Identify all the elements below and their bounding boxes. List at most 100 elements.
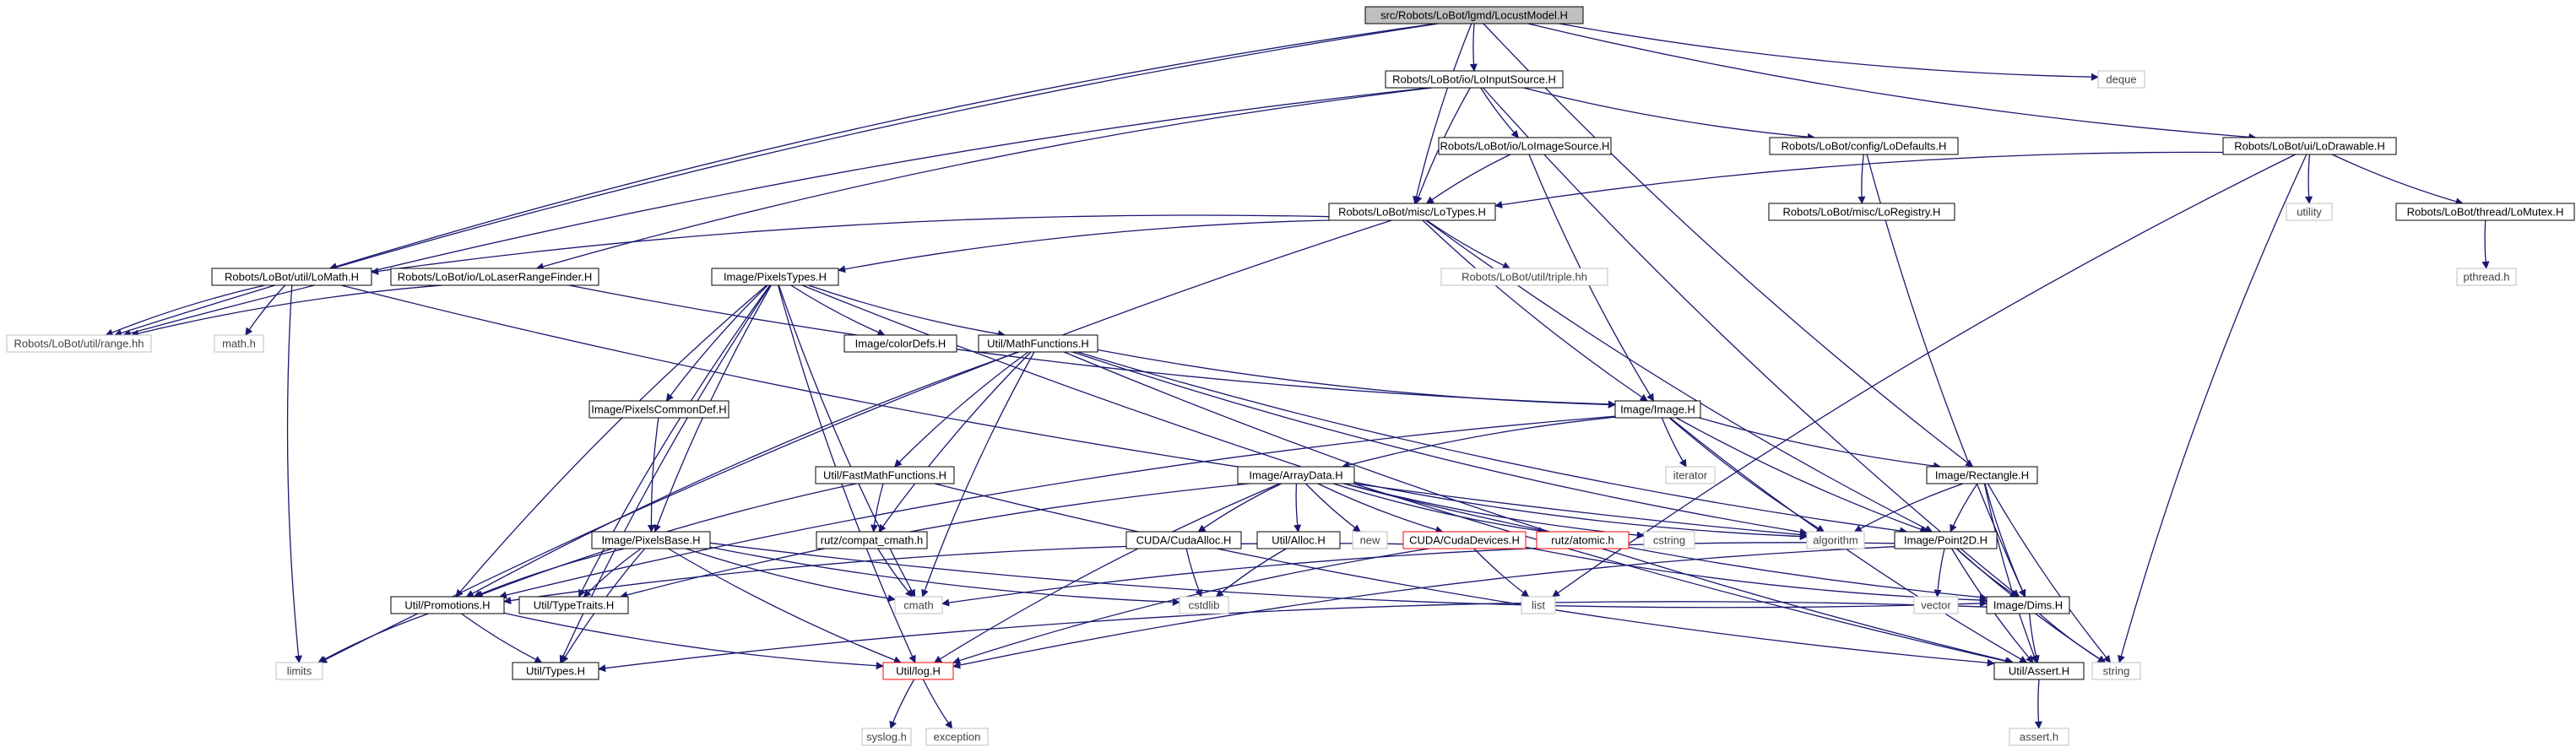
node-utility[interactable]: utility	[2286, 203, 2333, 221]
edge-dims-to-types	[598, 601, 1988, 673]
node-label-lodrawable: Robots/LoBot/ui/LoDrawable.H	[2234, 140, 2385, 153]
node-lotypes[interactable]: Robots/LoBot/misc/LoTypes.H	[1328, 203, 1496, 221]
node-lodrawable[interactable]: Robots/LoBot/ui/LoDrawable.H	[2222, 137, 2397, 155]
node-deque[interactable]: deque	[2097, 70, 2145, 89]
node-atomic[interactable]: rutz/atomic.h	[1536, 531, 1630, 549]
node-lolaser[interactable]: Robots/LoBot/io/LoLaserRangeFinder.H	[390, 268, 599, 286]
node-algorithm[interactable]: algorithm	[1806, 531, 1865, 549]
edge-pixtypes-to-pixcommon	[665, 284, 768, 402]
edge-loinput-to-loimagesrc	[1480, 87, 1520, 138]
node-fastmath[interactable]: Util/FastMathFunctions.H	[815, 466, 955, 484]
edge-point2d-to-log	[952, 546, 1895, 669]
node-pixbase[interactable]: Image/PixelsBase.H	[591, 531, 711, 549]
edge-mathfunc-to-point2d	[1076, 351, 1908, 535]
node-mathfunc[interactable]: Util/MathFunctions.H	[978, 334, 1098, 353]
node-label-algorithm: algorithm	[1813, 534, 1857, 547]
node-cmath[interactable]: cmath	[894, 596, 943, 614]
node-label-point2d: Image/Point2D.H	[1904, 534, 1988, 547]
node-pixcommon[interactable]: Image/PixelsCommonDef.H	[588, 400, 729, 419]
node-compatcmath[interactable]: rutz/compat_cmath.h	[816, 531, 928, 549]
edge-locust-to-lotypes	[1413, 23, 1472, 204]
node-rectangle[interactable]: Image/Rectangle.H	[1926, 466, 2038, 484]
edge-arraydata-to-algorithm	[1353, 481, 1808, 541]
node-asserth[interactable]: assert.h	[2009, 728, 2069, 746]
edge-mathfunc-to-assert	[1063, 351, 2015, 665]
node-cstdlib[interactable]: cstdlib	[1179, 596, 1229, 614]
node-label-colordefs: Image/colorDefs.H	[855, 338, 946, 350]
node-locust[interactable]: src/Robots/LoBot/lgmd/LocustModel.H	[1364, 6, 1584, 24]
node-point2d[interactable]: Image/Point2D.H	[1894, 531, 1998, 549]
node-label-iterator: iterator	[1673, 469, 1708, 482]
edge-pixbase-to-log	[668, 548, 902, 664]
node-iterator[interactable]: iterator	[1665, 466, 1716, 484]
node-string[interactable]: string	[2091, 662, 2141, 680]
edge-log-to-exception	[922, 679, 953, 729]
node-pthread[interactable]: pthread.h	[2456, 268, 2517, 286]
edge-compatcmath-to-cmath	[877, 548, 914, 598]
node-box-loinput	[1385, 70, 1564, 89]
edge-mathfunc-to-algorithm	[1071, 351, 1808, 536]
edge-pixtypes-to-cmath	[778, 284, 916, 598]
node-box-string	[2091, 662, 2141, 680]
node-box-arraydata	[1237, 466, 1355, 484]
node-vector[interactable]: vector	[1913, 596, 1959, 614]
node-box-atomic	[1536, 531, 1630, 549]
node-cstring[interactable]: cstring	[1643, 531, 1695, 549]
node-label-range: Robots/LoBot/util/range.hh	[14, 338, 144, 350]
node-limits[interactable]: limits	[275, 662, 323, 680]
node-promotions[interactable]: Util/Promotions.H	[390, 596, 505, 614]
edge-pixbase-to-dims	[709, 542, 1988, 609]
node-label-alloc: Util/Alloc.H	[1272, 534, 1326, 547]
node-box-cudaalloc	[1125, 531, 1242, 549]
node-box-mathfunc	[978, 334, 1098, 353]
edge-mathfunc-to-cmath	[921, 351, 1035, 598]
node-types[interactable]: Util/Types.H	[512, 662, 599, 680]
node-triple[interactable]: Robots/LoBot/util/triple.hh	[1440, 268, 1608, 286]
node-log[interactable]: Util/log.H	[882, 662, 954, 680]
edge-cudadevices-to-promotions	[503, 543, 1404, 605]
node-lomutex[interactable]: Robots/LoBot/thread/LoMutex.H	[2395, 203, 2575, 221]
node-syslog[interactable]: syslog.h	[861, 728, 912, 746]
edge-lotypes-to-point2d	[1425, 219, 1933, 533]
node-box-lomutex	[2395, 203, 2575, 221]
node-label-compatcmath: rutz/compat_cmath.h	[821, 534, 923, 547]
node-box-range	[6, 334, 152, 353]
node-alloc[interactable]: Util/Alloc.H	[1256, 531, 1341, 549]
node-lodefaults[interactable]: Robots/LoBot/config/LoDefaults.H	[1769, 137, 1959, 155]
node-assert[interactable]: Util/Assert.H	[1993, 662, 2085, 680]
edge-locust-to-rectangle	[1483, 23, 1974, 468]
node-colordefs[interactable]: Image/colorDefs.H	[843, 334, 957, 353]
node-cudadevices[interactable]: CUDA/CudaDevices.H	[1402, 531, 1527, 549]
edge-arraydata-to-typetraits	[620, 483, 1250, 599]
edge-lomath-to-mathh	[245, 284, 286, 336]
node-loinput[interactable]: Robots/LoBot/io/LoInputSource.H	[1385, 70, 1564, 89]
edge-arraydata-to-alloc	[1293, 483, 1302, 533]
node-label-lotypes: Robots/LoBot/misc/LoTypes.H	[1338, 206, 1486, 219]
node-label-pixcommon: Image/PixelsCommonDef.H	[591, 403, 726, 416]
node-arraydata[interactable]: Image/ArrayData.H	[1237, 466, 1355, 484]
edge-loinput-to-lolaser	[535, 87, 1433, 271]
node-typetraits[interactable]: Util/TypeTraits.H	[518, 596, 629, 614]
node-cudaalloc[interactable]: CUDA/CudaAlloc.H	[1125, 531, 1242, 549]
node-box-rectangle	[1926, 466, 2038, 484]
node-image[interactable]: Image/Image.H	[1614, 400, 1701, 419]
node-loregistry[interactable]: Robots/LoBot/misc/LoRegistry.H	[1768, 203, 1955, 221]
edge-pixtypes-to-mathfunc	[808, 284, 1006, 338]
edge-loinput-to-dims	[1483, 87, 2020, 598]
node-loimagesrc[interactable]: Robots/LoBot/io/LoImageSource.H	[1438, 137, 1612, 155]
node-dims[interactable]: Image/Dims.H	[1986, 596, 2070, 614]
node-mathh[interactable]: math.h	[214, 334, 264, 353]
node-pixtypes[interactable]: Image/PixelsTypes.H	[711, 268, 839, 286]
node-lomath[interactable]: Robots/LoBot/util/LoMath.H	[211, 268, 372, 286]
node-box-deque	[2097, 70, 2145, 89]
node-label-loinput: Robots/LoBot/io/LoInputSource.H	[1392, 73, 1556, 86]
node-new[interactable]: new	[1352, 531, 1388, 549]
node-box-dims	[1986, 596, 2070, 614]
node-box-lodefaults	[1769, 137, 1959, 155]
node-label-dims: Image/Dims.H	[1993, 599, 2063, 612]
node-list[interactable]: list	[1521, 596, 1556, 614]
node-exception[interactable]: exception	[925, 728, 989, 746]
node-range[interactable]: Robots/LoBot/util/range.hh	[6, 334, 152, 353]
node-box-mathh	[214, 334, 264, 353]
